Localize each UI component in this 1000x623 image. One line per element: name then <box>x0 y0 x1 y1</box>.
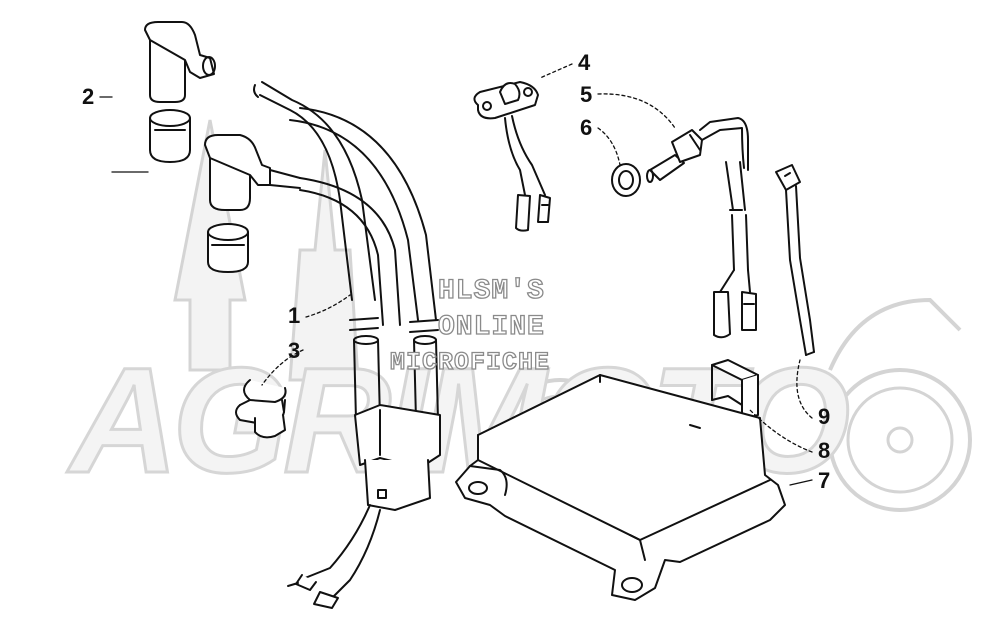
spark-plug-cap-lower <box>204 134 301 273</box>
callout-3: 3 <box>288 338 301 363</box>
callout-8: 8 <box>818 438 831 463</box>
callout-2: 2 <box>82 84 95 109</box>
callout-9: 9 <box>818 404 831 429</box>
leader-lines <box>99 63 813 486</box>
spark-plug-cap-upper <box>144 21 216 163</box>
watermark-line-1: HLSM'S <box>437 276 545 307</box>
temperature-sensor <box>611 117 757 339</box>
ignition-coil <box>253 81 441 609</box>
bracket-clip <box>711 359 759 421</box>
watermark-line-2: ONLINE <box>437 312 545 343</box>
control-module <box>455 374 786 601</box>
callout-4: 4 <box>578 50 591 75</box>
callout-7: 7 <box>818 468 831 493</box>
callout-6: 6 <box>580 115 593 140</box>
cable-tie <box>775 164 815 356</box>
callout-1: 1 <box>288 303 301 328</box>
watermark-line-3: MICROFICHE <box>389 348 551 377</box>
clip-clamp <box>235 379 287 439</box>
sensor-flange <box>473 81 551 232</box>
callout-5: 5 <box>580 82 593 107</box>
